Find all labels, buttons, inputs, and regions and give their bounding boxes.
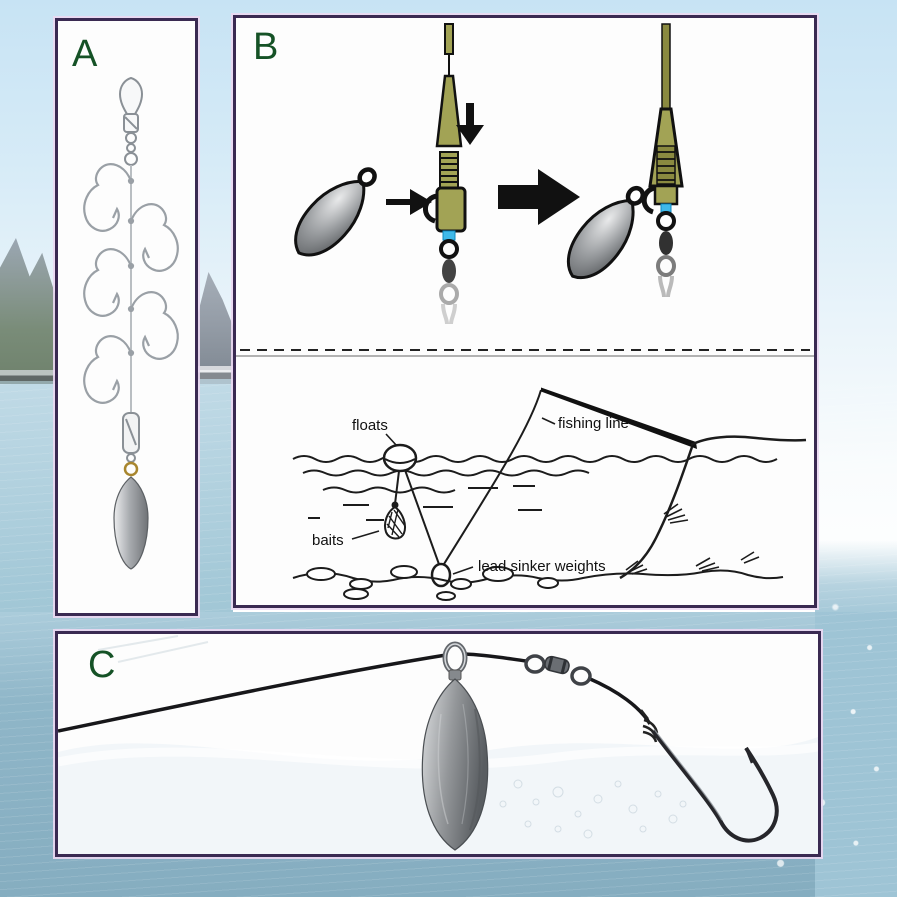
swivel-body-installed bbox=[659, 231, 673, 255]
barrel-swivel bbox=[524, 654, 592, 686]
hook-right-2 bbox=[129, 291, 179, 360]
bottom-snap-and-sinker bbox=[113, 412, 149, 570]
rig-closeup-illustration bbox=[58, 635, 818, 854]
label-fishing-line: fishing line bbox=[558, 415, 629, 432]
water-surface-wave bbox=[292, 455, 778, 463]
label-lead-sinker-weights: lead sinker weights bbox=[478, 558, 606, 575]
brass-ring bbox=[123, 461, 139, 477]
hook-left-3 bbox=[83, 335, 133, 404]
clip-body bbox=[435, 186, 467, 233]
floats-pointer bbox=[385, 433, 398, 447]
sinker-weight-step1 bbox=[294, 167, 377, 257]
panel-c: C bbox=[55, 631, 821, 857]
slope-grass bbox=[663, 503, 689, 524]
blue-bead bbox=[442, 230, 456, 241]
teardrop-sinker bbox=[113, 476, 149, 570]
arrow-down-icon bbox=[456, 103, 484, 145]
teardrop-sinker-large bbox=[421, 641, 489, 851]
shoreline-left bbox=[0, 370, 57, 386]
sinker-eye bbox=[357, 167, 377, 187]
underwater-diagram bbox=[292, 387, 807, 601]
assembly-and-usage-diagram: floats fishing line baits lead sinker we… bbox=[236, 23, 814, 601]
fishing-hook bbox=[640, 709, 779, 843]
panel-b: B bbox=[233, 15, 817, 608]
tail-rubber-cone bbox=[435, 74, 463, 148]
multi-hook-rig-illustration bbox=[83, 76, 179, 570]
hook-barb bbox=[744, 747, 754, 764]
fishing-line-curve bbox=[443, 389, 542, 565]
swivel-ring bbox=[439, 239, 459, 259]
water-right bbox=[815, 540, 897, 897]
fishing-rod bbox=[541, 387, 697, 449]
float-shape bbox=[382, 443, 418, 473]
swivel-body bbox=[442, 259, 456, 283]
fishing-line-pointer bbox=[541, 417, 556, 425]
bank-slope bbox=[619, 446, 694, 580]
snap-swivel-top bbox=[118, 76, 144, 166]
blue-bead-installed bbox=[660, 203, 672, 213]
panel-a: A bbox=[55, 18, 198, 616]
hook-left-1 bbox=[83, 163, 133, 232]
snell-knot bbox=[640, 709, 659, 743]
panel-b-label: B bbox=[253, 26, 279, 68]
swivel-barrel bbox=[544, 655, 570, 675]
bottom-grass bbox=[625, 551, 760, 575]
arrow-right-large-icon bbox=[498, 169, 580, 225]
label-floats: floats bbox=[352, 417, 388, 434]
swivel-ring-left bbox=[524, 654, 546, 674]
swivel-ring-installed bbox=[656, 211, 676, 231]
arrow-right-small-icon bbox=[386, 189, 432, 215]
sinker-body bbox=[421, 678, 489, 851]
float-line bbox=[404, 469, 441, 568]
panel-a-label: A bbox=[72, 33, 98, 75]
seabed-line bbox=[292, 569, 784, 584]
sinker-pointer bbox=[452, 566, 474, 575]
swivel-ring-right bbox=[570, 666, 592, 686]
clip-loop bbox=[423, 193, 438, 224]
hooks bbox=[83, 163, 179, 404]
lead-sinker-shape bbox=[430, 562, 452, 588]
shoreline-between-panels bbox=[198, 366, 233, 388]
hook-right-1 bbox=[129, 203, 179, 272]
hook-left-2 bbox=[83, 248, 133, 317]
assembled-rig bbox=[566, 23, 684, 298]
clip-body-installed bbox=[653, 184, 679, 206]
panel-c-label: C bbox=[88, 644, 116, 686]
lead-clip-parts bbox=[423, 23, 467, 325]
clip-loop-installed bbox=[641, 185, 656, 215]
sinker-attached bbox=[566, 185, 646, 280]
olive-line bbox=[661, 23, 671, 110]
bubbles bbox=[499, 779, 687, 839]
line-stub bbox=[444, 23, 454, 55]
hook-shank-and-bend bbox=[651, 729, 779, 843]
baits-pointer bbox=[351, 530, 380, 540]
bank-top bbox=[690, 435, 807, 447]
label-baits: baits bbox=[312, 532, 344, 549]
